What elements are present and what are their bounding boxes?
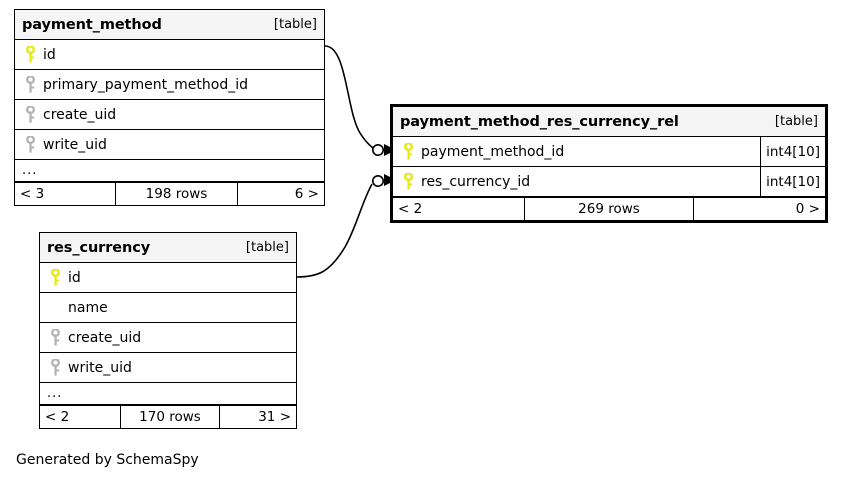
table-footer: < 2 269 rows 0 > xyxy=(393,197,825,220)
column-name: payment_method_id xyxy=(421,143,565,160)
foreign-key-icon xyxy=(22,136,39,153)
foreign-key-icon xyxy=(22,76,39,93)
foreign-key-icon xyxy=(22,106,39,123)
column-name: write_uid xyxy=(43,136,107,153)
column-row-name[interactable]: name xyxy=(40,293,296,323)
column-name: res_currency_id xyxy=(421,173,531,190)
column-name: write_uid xyxy=(68,359,132,376)
column-name: create_uid xyxy=(43,106,117,123)
footer-row-count: 198 rows xyxy=(115,183,238,205)
table-footer: < 2 170 rows 31 > xyxy=(40,405,296,428)
table-res-currency[interactable]: res_currency [table] id name xyxy=(39,232,297,429)
table-type-tag: [table] xyxy=(245,240,289,255)
column-datatype: int4[10] xyxy=(760,137,825,166)
column-row-id[interactable]: id xyxy=(15,40,324,70)
more-columns-indicator: ... xyxy=(40,383,296,405)
footer-child-count[interactable]: 31 > xyxy=(258,409,291,425)
table-title: res_currency xyxy=(47,239,151,256)
relationship-line-payment-method xyxy=(324,45,397,157)
column-main: write_uid xyxy=(40,359,296,376)
column-row-create-uid[interactable]: create_uid xyxy=(15,100,324,130)
column-row-write-uid[interactable]: write_uid xyxy=(40,353,296,383)
footer-row-count: 170 rows xyxy=(120,406,220,428)
table-header: res_currency [table] xyxy=(40,233,296,263)
table-header: payment_method_res_currency_rel [table] xyxy=(393,107,825,137)
table-title: payment_method_res_currency_rel xyxy=(400,113,679,130)
primary-key-icon xyxy=(47,269,64,286)
foreign-key-icon xyxy=(47,359,64,376)
primary-key-icon xyxy=(22,46,39,63)
footer-child-count[interactable]: 0 > xyxy=(795,201,820,217)
column-datatype: int4[10] xyxy=(760,167,825,196)
column-main: payment_method_id xyxy=(393,143,760,160)
table-payment-method[interactable]: payment_method [table] id xyxy=(14,9,325,206)
column-main: id xyxy=(40,269,296,286)
column-row-primary-payment-method-id[interactable]: primary_payment_method_id xyxy=(15,70,324,100)
column-name: create_uid xyxy=(68,329,142,346)
column-main: write_uid xyxy=(15,136,324,153)
column-main: res_currency_id xyxy=(393,173,760,190)
generated-by-credit: Generated by SchemaSpy xyxy=(16,452,199,468)
column-row-write-uid[interactable]: write_uid xyxy=(15,130,324,160)
footer-child-count[interactable]: 6 > xyxy=(294,186,319,202)
column-name: name xyxy=(68,299,108,316)
column-main: create_uid xyxy=(15,106,324,123)
column-row-id[interactable]: id xyxy=(40,263,296,293)
column-row-payment-method-id[interactable]: payment_method_id int4[10] xyxy=(393,137,825,167)
cardinality-zero-marker xyxy=(371,144,384,157)
primary-key-icon xyxy=(400,143,417,160)
table-payment-method-res-currency-rel[interactable]: payment_method_res_currency_rel [table] … xyxy=(390,104,828,223)
column-name: id xyxy=(43,46,56,63)
more-columns-indicator: ... xyxy=(15,160,324,182)
table-type-tag: [table] xyxy=(774,114,818,129)
table-header: payment_method [table] xyxy=(15,10,324,40)
table-footer: < 3 198 rows 6 > xyxy=(15,182,324,205)
footer-row-count: 269 rows xyxy=(524,198,694,220)
column-name: id xyxy=(68,269,81,286)
footer-parent-count[interactable]: < 2 xyxy=(45,409,70,425)
footer-parent-count[interactable]: < 2 xyxy=(398,201,423,217)
foreign-key-icon xyxy=(47,329,64,346)
table-type-tag: [table] xyxy=(273,17,317,32)
column-main: id xyxy=(15,46,324,63)
column-main: name xyxy=(40,300,296,316)
column-row-create-uid[interactable]: create_uid xyxy=(40,323,296,353)
primary-key-icon xyxy=(400,173,417,190)
column-row-res-currency-id[interactable]: res_currency_id int4[10] xyxy=(393,167,825,197)
table-title: payment_method xyxy=(22,16,162,33)
column-main: create_uid xyxy=(40,329,296,346)
column-name: primary_payment_method_id xyxy=(43,76,248,93)
column-main: primary_payment_method_id xyxy=(15,76,324,93)
footer-parent-count[interactable]: < 3 xyxy=(20,186,45,202)
cardinality-zero-marker xyxy=(371,175,384,188)
